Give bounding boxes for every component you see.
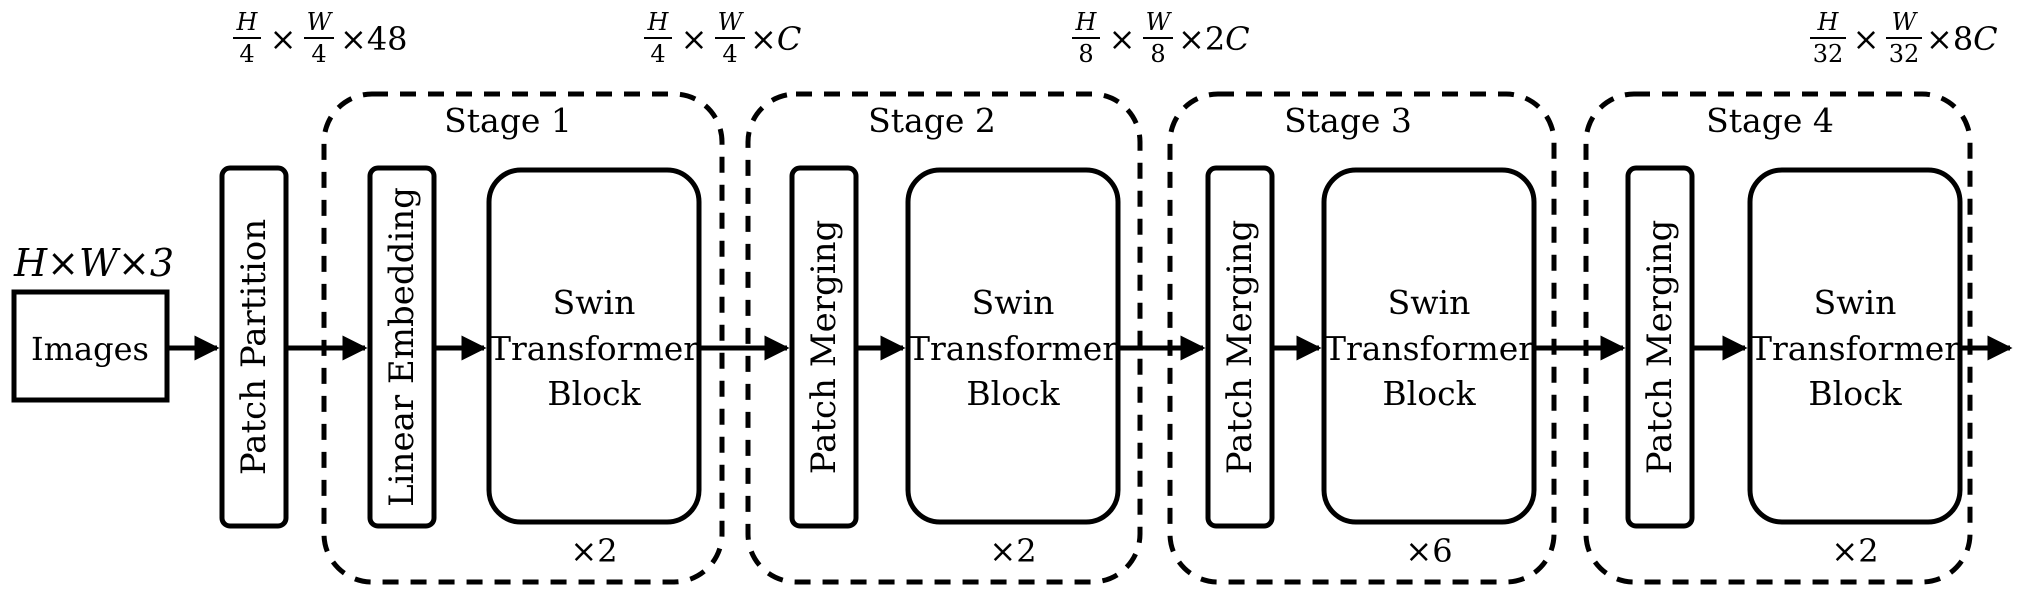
stage-1-container: [321, 91, 725, 585]
stage-3-repeat: ×6: [1405, 532, 1452, 570]
stage-3-title: Stage 3: [1284, 101, 1412, 140]
swin-block-4-line3: Block: [1808, 374, 1902, 413]
dim-denominator: 4: [722, 40, 737, 68]
stage-2-repeat: ×2: [989, 532, 1036, 570]
swin-block-1-line2: Transformer: [489, 329, 699, 368]
dim-numerator: H: [647, 8, 670, 36]
dim-numerator: H: [1817, 8, 1840, 36]
patch-merging-4-label: Patch Merging: [1640, 220, 1680, 475]
patch-merging-2-label: Patch Merging: [804, 220, 844, 475]
dim-numerator: H: [1075, 8, 1098, 36]
stage-1-repeat: ×2: [570, 532, 617, 570]
dim-numerator: W: [1146, 8, 1173, 36]
stage-2-container: [745, 91, 1143, 585]
swin-block-2-line2: Transformer: [908, 329, 1118, 368]
dim-tail: ×C: [750, 20, 801, 58]
patch-merging-3-label: Patch Merging: [1220, 220, 1260, 475]
dim-numerator: W: [1892, 8, 1919, 36]
dims-after-partition: H 4 × W 4 ×48: [233, 8, 408, 68]
stage-1-title: Stage 1: [444, 101, 572, 140]
dim-denominator: 4: [650, 40, 665, 68]
stage-4-container: [1583, 91, 1973, 585]
dim-numerator: W: [307, 8, 334, 36]
dim-tail-prefix: ×8: [1926, 20, 1973, 58]
stage-3-container: [1167, 91, 1557, 585]
dim-numerator: W: [718, 8, 745, 36]
dim-numerator: H: [236, 8, 259, 36]
patch-partition-label: Patch Partition: [234, 219, 274, 475]
times-symbol: ×: [1853, 20, 1880, 58]
dims-stage-1: H 4 × W 4 ×C: [644, 8, 801, 68]
times-symbol: ×: [270, 20, 297, 58]
linear-embedding-label: Linear Embedding: [382, 187, 422, 507]
stage-2-title: Stage 2: [868, 101, 996, 140]
input-dims-label: H×W×3: [13, 241, 174, 285]
swin-block-1-line3: Block: [547, 374, 641, 413]
dim-denominator: 4: [311, 40, 326, 68]
dim-denominator: 8: [1150, 40, 1165, 68]
swin-block-3-line2: Transformer: [1324, 329, 1534, 368]
dim-tail-prefix: ×2: [1178, 20, 1225, 58]
dim-tail: ×2C: [1178, 20, 1250, 58]
swin-block-1-line1: Swin: [553, 283, 636, 322]
swin-block-2-line1: Swin: [972, 283, 1055, 322]
dim-tail: ×8C: [1926, 20, 1998, 58]
swin-block-2-line3: Block: [966, 374, 1060, 413]
swin-block-4-line2: Transformer: [1750, 329, 1960, 368]
dim-tail-prefix: ×: [750, 20, 777, 58]
dim-tail-c: C: [1225, 20, 1249, 58]
images-label: Images: [31, 330, 149, 368]
stage-4-title: Stage 4: [1706, 101, 1834, 140]
swin-block-3-line3: Block: [1382, 374, 1476, 413]
dims-stage-2: H 8 × W 8 ×2C: [1072, 8, 1250, 68]
dim-denominator: 32: [1813, 40, 1844, 68]
times-symbol: ×: [681, 20, 708, 58]
dim-tail-c: C: [1973, 20, 1997, 58]
dim-tail-c: C: [777, 20, 801, 58]
stage-4-repeat: ×2: [1831, 532, 1878, 570]
times-symbol: ×: [1109, 20, 1136, 58]
dim-denominator: 32: [1889, 40, 1920, 68]
images-box: [11, 289, 170, 403]
swin-block-3-line1: Swin: [1388, 283, 1471, 322]
dims-stage-4: H 32 × W 32 ×8C: [1810, 8, 1998, 68]
dim-tail: ×48: [340, 20, 408, 58]
dim-denominator: 4: [239, 40, 254, 68]
dim-denominator: 8: [1078, 40, 1093, 68]
swin-block-4-line1: Swin: [1814, 283, 1897, 322]
